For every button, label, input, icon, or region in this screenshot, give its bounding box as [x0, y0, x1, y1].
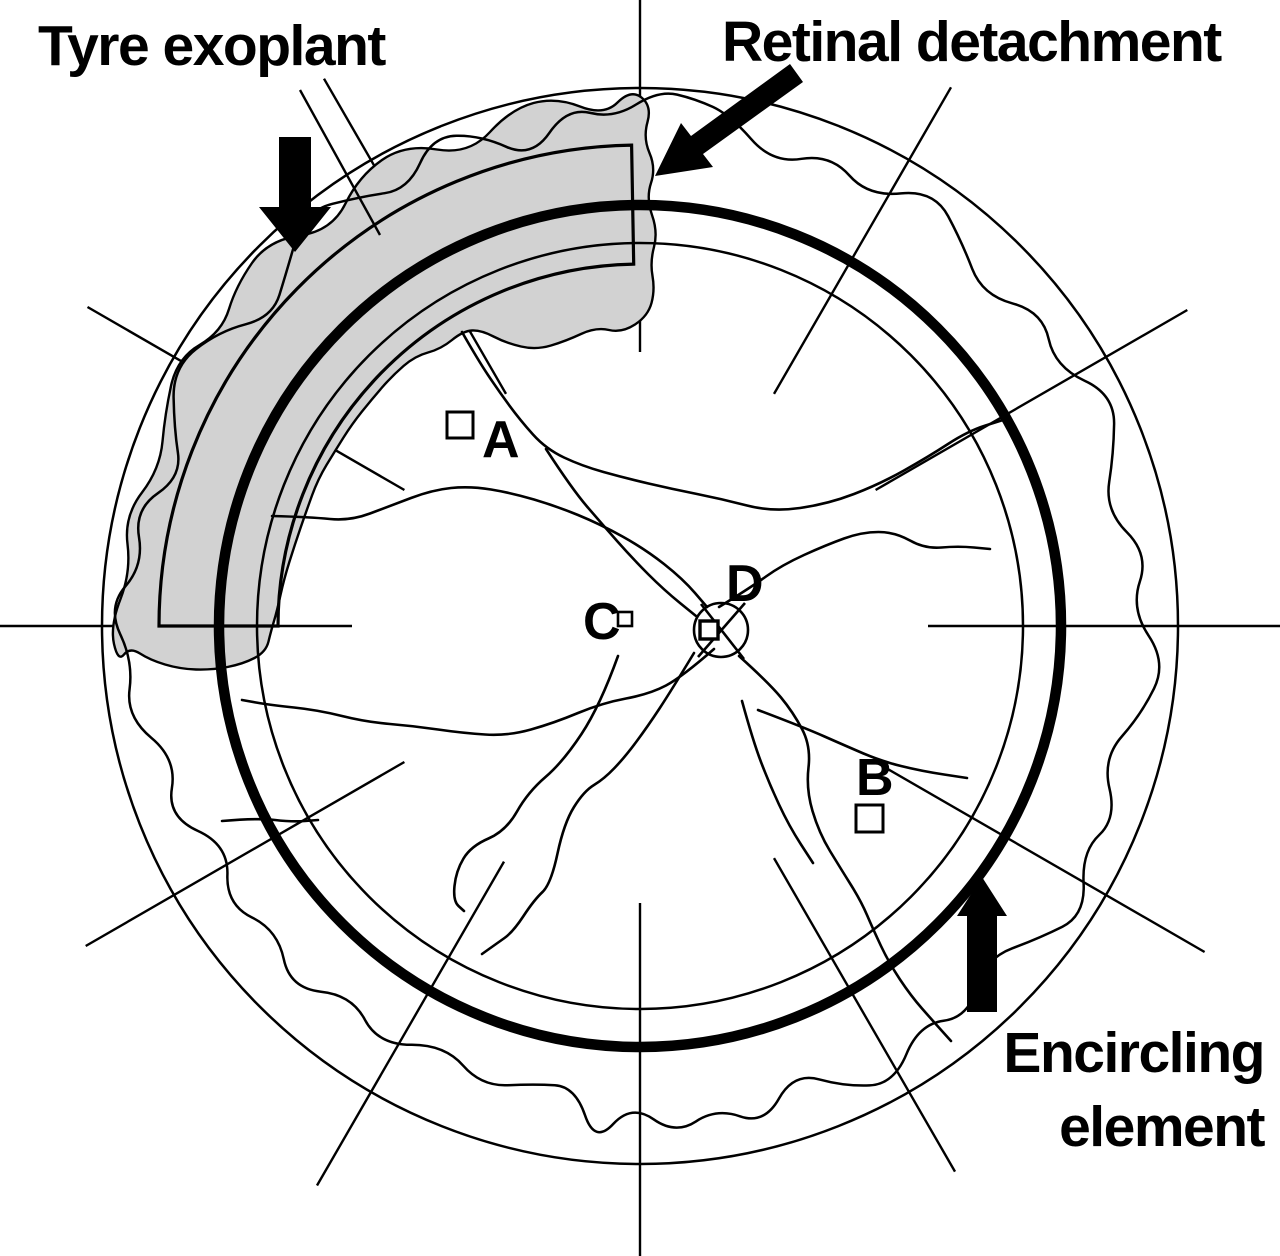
retinal-vessel-line: [240, 647, 716, 737]
retinal-vessels: [220, 330, 1005, 1043]
meridian-line: [874, 760, 1206, 954]
retinal-vessel-line: [717, 530, 992, 609]
marker-d-letter: D: [726, 555, 764, 613]
tyre-exoplant-outline: [157, 143, 636, 628]
meridian-line: [85, 760, 405, 948]
encircling-pointer-arrow-icon: [957, 877, 1007, 1012]
retinal-detachment-label: Retinal detachment: [722, 10, 1222, 74]
encircling-element-label: Encircling element: [1003, 1016, 1265, 1164]
marker-a-letter: A: [482, 411, 520, 469]
retinal-detachment-pointer-arrow-icon: [655, 64, 803, 176]
meridian-line: [772, 857, 957, 1173]
disc-vessel-cross-2: [697, 602, 746, 658]
disc-vessel-cross-1: [699, 603, 746, 660]
encircling-element-label-line1: Encircling: [1003, 1021, 1265, 1085]
encircling-band-circle: [213, 199, 1067, 1053]
retinal-vessel-line: [452, 654, 620, 913]
retinal-detachment-region: [111, 93, 657, 671]
tyre-pointer-arrow-icon: [259, 137, 331, 252]
tyre-label-leader-line: [298, 89, 382, 236]
retinal-vessel-line: [756, 708, 969, 780]
retinal-vessel-line: [740, 699, 815, 865]
ora-serrata-ring: [113, 92, 1161, 1134]
outer-globe-circle: [100, 86, 1180, 1166]
tyre-exoplant-label: Tyre exoplant: [38, 14, 386, 78]
equator-circle: [255, 241, 1025, 1011]
meridian-line: [874, 308, 1188, 492]
marker-a-square: [445, 410, 475, 440]
retinal-vessel-line: [460, 330, 1005, 511]
optic-disc-circle: [692, 601, 750, 659]
encircling-element-label-line2: element: [1059, 1095, 1265, 1159]
retinal-vessel-line: [480, 651, 696, 956]
meridian-line: [772, 86, 953, 395]
meridian-line: [315, 860, 506, 1187]
retinal-vessel-line: [220, 817, 320, 823]
marker-b-letter: B: [856, 749, 894, 807]
optic-disc: [692, 601, 750, 660]
retinal-vessel-line: [544, 447, 698, 618]
retinal-vessel-line: [270, 485, 709, 609]
marker-c-square: [616, 610, 634, 628]
marker-b-square: [854, 803, 885, 834]
marker-d-square: [698, 619, 720, 641]
marker-c-letter: C: [583, 593, 621, 651]
